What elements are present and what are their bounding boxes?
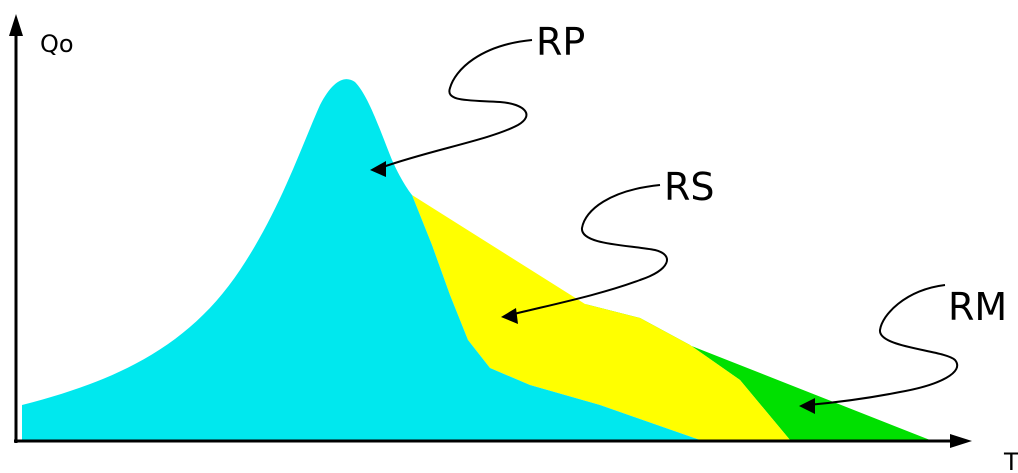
rp-pointer-arrowhead bbox=[370, 161, 386, 177]
y-axis-arrowhead bbox=[9, 14, 23, 36]
rm-pointer-arrowhead bbox=[799, 398, 815, 414]
x-axis-label: T bbox=[1003, 448, 1018, 473]
rm-pointer-line bbox=[807, 284, 958, 406]
rp-label: RP bbox=[536, 20, 585, 64]
rp-region bbox=[22, 79, 700, 441]
rs-region bbox=[412, 195, 790, 440]
y-axis-label: Qo bbox=[40, 30, 74, 58]
rs-label: RS bbox=[664, 165, 715, 209]
rp-pointer-line bbox=[379, 39, 533, 169]
x-axis-arrowhead bbox=[950, 434, 972, 448]
rs-pointer-arrowhead bbox=[501, 308, 518, 324]
rs-pointer-line bbox=[509, 184, 668, 316]
rm-label: RM bbox=[948, 285, 1007, 329]
